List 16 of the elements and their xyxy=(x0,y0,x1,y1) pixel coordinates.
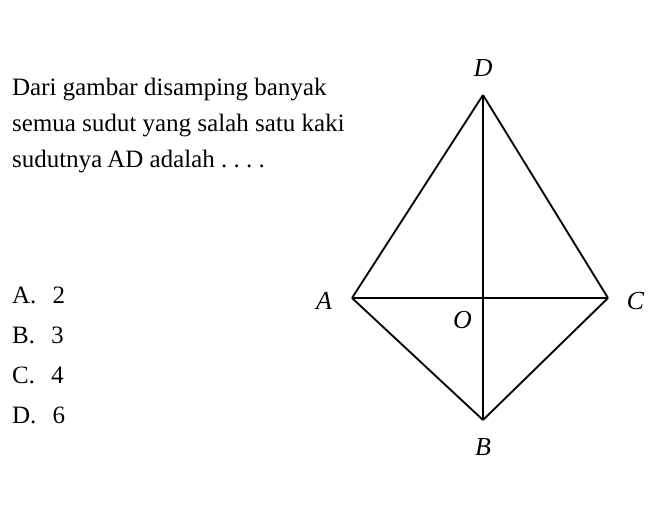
answer-option: D. 6 xyxy=(12,398,66,434)
answer-option: B. 3 xyxy=(12,318,64,354)
answer-option: C. 4 xyxy=(12,358,64,394)
line-segment xyxy=(482,95,484,420)
vertex-label: C xyxy=(626,288,644,314)
vertex-label: A xyxy=(316,288,332,314)
question-text: Dari gambar disamping banyak semua sudut yang salah satu kaki sudutnya AD adalah . . . . xyxy=(12,73,346,175)
vertex-label: D xyxy=(474,55,492,81)
line-segment xyxy=(351,94,484,299)
vertex-label: B xyxy=(475,434,491,460)
line-segment xyxy=(482,94,609,299)
line-segment xyxy=(352,297,608,299)
point-label: O xyxy=(453,304,473,336)
line-segment xyxy=(351,297,484,421)
answer-option: A. 2 xyxy=(12,278,66,314)
line-segment xyxy=(482,297,609,421)
